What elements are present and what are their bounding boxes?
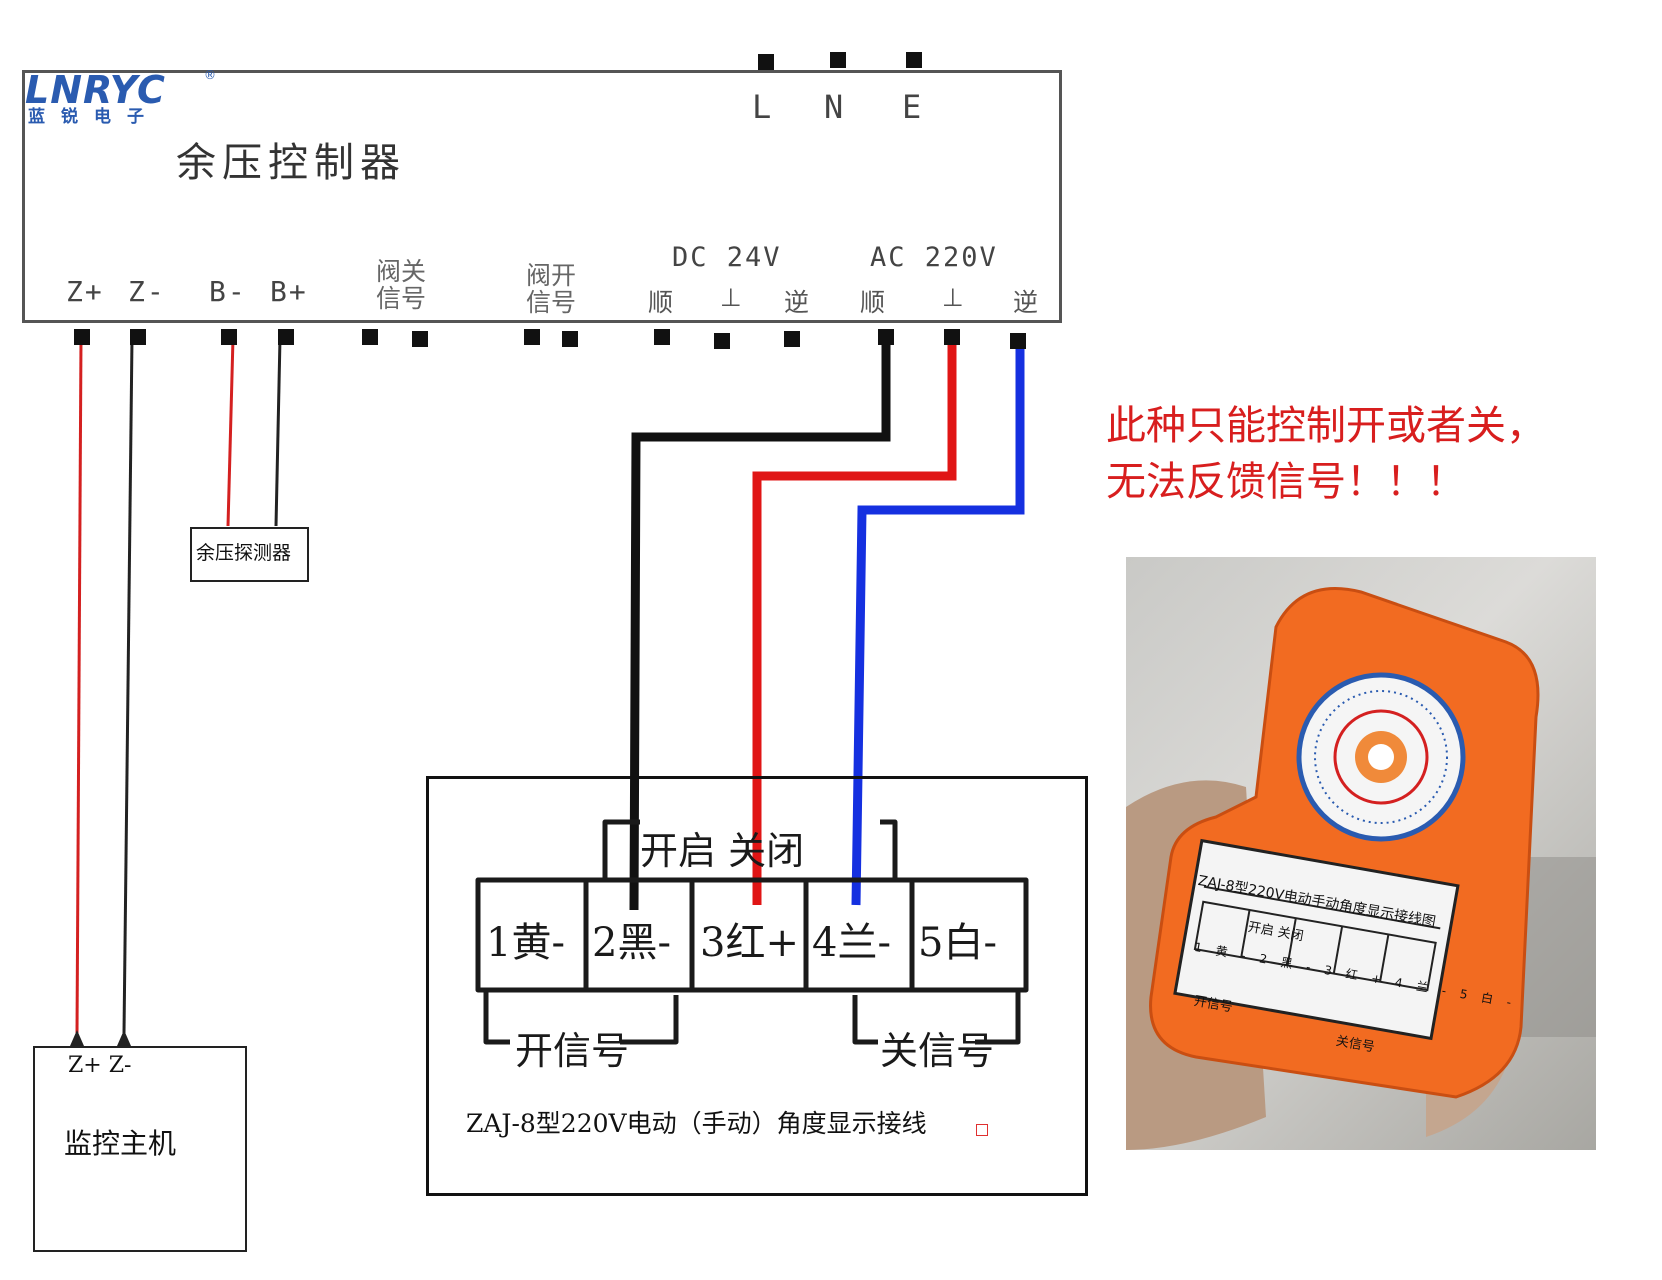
brand-registered-mark: ® [204, 68, 216, 82]
label-n: N [824, 88, 846, 126]
detector-label: 余压探测器 [196, 542, 292, 564]
brand-logo: LNRYC [25, 68, 166, 112]
label-plate [1173, 838, 1460, 1041]
wire-red-thick [752, 338, 957, 905]
small-marker-icon [976, 1124, 988, 1136]
valve-close-line2: 信号 [375, 284, 426, 313]
terminal-ac-ground [944, 329, 960, 345]
wire-z-minus [122, 337, 134, 1034]
label-ac-reverse: 逆 [1013, 288, 1039, 317]
warning-note: 此种只能控制开或者关， 无法反馈信号！！！ [1106, 398, 1546, 510]
wire-b-minus [226, 337, 235, 527]
terminal-dc-ground [714, 333, 730, 349]
zaj-wiring-box [426, 776, 1088, 1196]
actuator-illustration [1126, 587, 1596, 1150]
valve-open-line1: 阀开 [525, 261, 576, 290]
wire-black-thick [629, 338, 891, 911]
monitoring-host-box [33, 1046, 247, 1252]
zaj-cell-2: 2黑- [592, 920, 671, 966]
wire-b-plus [274, 337, 282, 527]
label-dc-forward: 顺 [648, 288, 674, 317]
valve-open-line2: 信号 [525, 288, 576, 317]
label-dc-24v: DC 24V [672, 242, 782, 273]
label-l: L [752, 88, 774, 126]
host-pin-labels: Z+ Z- [68, 1053, 132, 1078]
dial-red-ring [1333, 709, 1429, 805]
zaj-terminal-drawing [475, 819, 1029, 1045]
label-dc-reverse: 逆 [784, 288, 810, 317]
actuator-photo [1126, 557, 1596, 1150]
controller-title: 余压控制器 [176, 140, 406, 186]
label-ac-forward: 顺 [860, 288, 886, 317]
arrow-z-plus [70, 1030, 84, 1046]
dial-hole [1368, 744, 1394, 770]
zaj-open-signal-label: 开信号 [515, 1029, 630, 1073]
arrow-z-minus [117, 1030, 131, 1046]
terminal-e [906, 52, 922, 68]
zaj-cell-3: 3红+ [700, 920, 799, 966]
label-z-plus: Z+ [66, 275, 104, 308]
label-valve-open: 阀开 信号 [518, 262, 584, 316]
terminal-valve-open-2 [562, 331, 578, 347]
terminal-b-plus [278, 329, 294, 345]
detector-box [190, 527, 309, 582]
terminal-b-minus [221, 329, 237, 345]
terminal-valve-close-1 [362, 329, 378, 345]
label-b-plus: B+ [270, 275, 308, 308]
terminal-n [830, 52, 846, 68]
zaj-cell-4: 4兰- [812, 920, 891, 966]
label-valve-close: 阀关 信号 [368, 258, 434, 312]
dial-scale [1314, 690, 1448, 824]
warning-note-line1: 此种只能控制开或者关， [1106, 403, 1546, 449]
terminal-dc-reverse [784, 331, 800, 347]
zaj-open-close-label: 开启 关闭 [640, 829, 805, 873]
label-e: E [902, 88, 924, 126]
terminal-valve-close-2 [412, 331, 428, 347]
wire-z-plus [75, 337, 83, 1034]
label-dc-ground: ⊥ [720, 283, 742, 312]
zaj-caption: ZAJ-8型220V电动（手动）角度显示接线 [466, 1109, 927, 1138]
controller-box [22, 70, 1062, 323]
wire-blue-thick [851, 345, 1025, 906]
warning-note-line2: 无法反馈信号！！！ [1106, 459, 1466, 505]
label-ac-220v: AC 220V [870, 242, 998, 273]
zaj-cell-1: 1黄- [486, 920, 565, 966]
terminal-ac-reverse [1010, 333, 1026, 349]
label-z-minus: Z- [128, 275, 166, 308]
zaj-close-signal-label: 关信号 [880, 1029, 995, 1073]
terminal-l [758, 54, 774, 70]
host-label: 监控主机 [64, 1127, 177, 1160]
terminal-ac-forward [878, 329, 894, 345]
terminal-z-minus [130, 329, 146, 345]
terminal-valve-open-1 [524, 329, 540, 345]
label-ac-ground: ⊥ [942, 283, 964, 312]
terminal-z-plus [74, 329, 90, 345]
zaj-cell-5: 5白- [918, 920, 997, 966]
label-b-minus: B- [209, 275, 247, 308]
valve-close-line1: 阀关 [375, 257, 426, 286]
brand-chinese-name: 蓝锐电子 [28, 107, 160, 127]
terminal-dc-forward [654, 329, 670, 345]
